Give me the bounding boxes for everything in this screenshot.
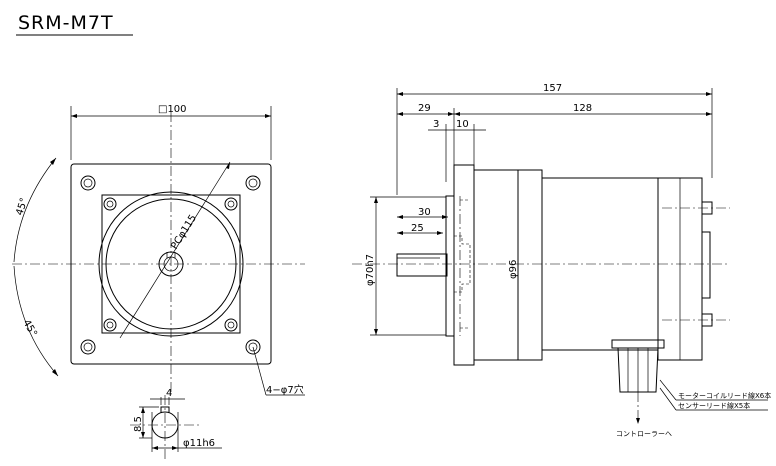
sensor-lead-note: センサーリード線X5本 bbox=[678, 401, 750, 410]
mounting-holes bbox=[80, 175, 261, 355]
side-view: 157 29 128 3 10 30 25 φ70h7 bbox=[352, 83, 771, 438]
flange-length-label: 29 bbox=[418, 103, 431, 114]
output-shaft bbox=[396, 253, 448, 277]
pilot-outline bbox=[101, 194, 241, 334]
key-depth-label: 8.5 bbox=[133, 416, 144, 432]
square-size-label: □100 bbox=[158, 104, 187, 115]
front-view: □100 PCφ115 45° 45° bbox=[12, 104, 305, 396]
dim-25-label: 25 bbox=[411, 223, 424, 234]
angle-bottom-label: 45° bbox=[20, 318, 38, 339]
body-diameter-label: φ96 bbox=[508, 260, 519, 279]
rear-cap bbox=[701, 231, 711, 299]
dim-10-label: 10 bbox=[456, 119, 469, 130]
pcd-label: PCφ115 bbox=[169, 213, 199, 252]
lead-outlet bbox=[611, 339, 665, 349]
holes-note-label: 4−φ7穴 bbox=[266, 383, 304, 396]
shaft-circle bbox=[158, 251, 184, 277]
drawing-title: SRM-M7T bbox=[16, 12, 133, 36]
coil-lead-note: モーターコイルリード線X6本 bbox=[678, 391, 771, 400]
controller-note: コントローラーへ bbox=[616, 430, 672, 438]
overall-length-label: 157 bbox=[543, 83, 562, 94]
shaft-end-view: 4 8.5 φ11h6 bbox=[130, 388, 222, 462]
mounting-flange bbox=[453, 164, 475, 366]
dim-3-label: 3 bbox=[433, 119, 439, 130]
boss-circle bbox=[105, 198, 237, 330]
body-length-label: 128 bbox=[573, 103, 592, 114]
mounting-flange-square bbox=[70, 163, 272, 365]
key-width-label: 4 bbox=[166, 388, 172, 399]
angle-top-label: 45° bbox=[14, 197, 30, 217]
body-circle bbox=[98, 191, 244, 337]
model-title: SRM-M7T bbox=[18, 12, 114, 34]
pilot-diameter-label: φ70h7 bbox=[365, 254, 376, 286]
dim-30-label: 30 bbox=[418, 207, 431, 218]
shaft-diameter-label: φ11h6 bbox=[183, 438, 215, 449]
